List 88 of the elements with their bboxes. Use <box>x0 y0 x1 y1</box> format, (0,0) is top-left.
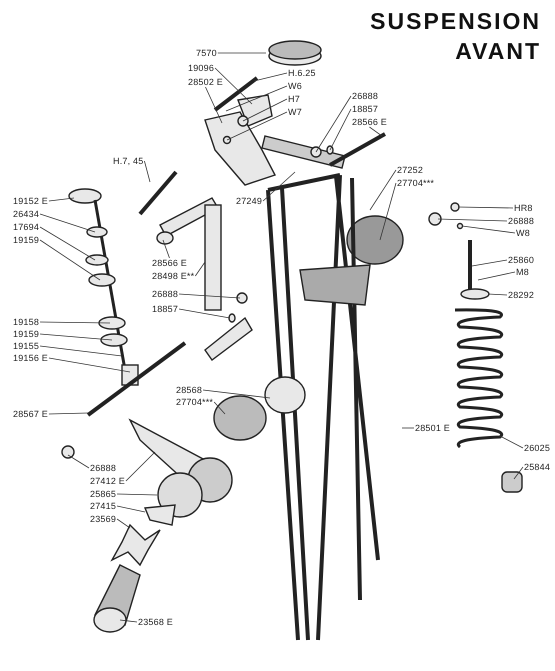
leader-line <box>262 172 296 202</box>
leader-line <box>462 226 516 234</box>
part-number: 18857 <box>152 304 178 314</box>
part-number: 26888 <box>352 91 378 101</box>
part-number: 19156 E <box>13 353 48 363</box>
leader-line <box>242 98 288 122</box>
leader-line <box>40 240 100 280</box>
leader-line <box>488 294 508 296</box>
part-number: HR8 <box>514 203 533 213</box>
leader-line <box>48 358 130 372</box>
leader-line <box>194 262 206 276</box>
leader-line <box>40 322 110 324</box>
leader-line <box>202 390 270 398</box>
part-number: 23568 E <box>138 617 173 627</box>
leader-line <box>478 272 516 280</box>
part-number: 28566 E <box>152 258 187 268</box>
leader-line <box>226 86 288 112</box>
leader-line <box>369 126 382 136</box>
part-number: 28568 <box>176 385 202 395</box>
part-number: 27412 E <box>90 476 125 486</box>
part-number: 27704*** <box>176 397 214 407</box>
part-number: 18857 <box>352 104 378 114</box>
leader-line <box>458 206 514 208</box>
leader-line <box>214 402 226 414</box>
part-number: 27704*** <box>397 178 434 188</box>
leader-line <box>316 96 352 152</box>
part-number: 28501 E <box>415 423 450 433</box>
part-number: 28498 E** <box>152 271 194 281</box>
part-number: M8 <box>516 267 529 277</box>
leader-line <box>40 346 122 356</box>
leader-line <box>144 160 150 182</box>
part-number: 25865 <box>90 489 116 499</box>
leader-line <box>370 170 396 210</box>
part-number: 26888 <box>90 463 116 473</box>
part-number: 19152 E <box>13 196 48 206</box>
part-number: 26025 <box>524 443 550 453</box>
part-number: 27415 <box>90 501 116 511</box>
leader-line <box>330 108 352 150</box>
part-number: 28502 E <box>188 77 223 87</box>
part-number: H.6.25 <box>288 68 316 78</box>
part-number: 25844 <box>524 462 550 472</box>
part-number: 27249 <box>236 196 262 206</box>
part-number: 17694 <box>13 222 40 232</box>
leader-line <box>162 240 170 258</box>
leader-line <box>214 68 252 104</box>
part-number: 25860 <box>508 255 534 265</box>
part-number: 28567 E <box>13 409 48 419</box>
leader-line <box>40 214 96 232</box>
leader-line <box>116 518 130 528</box>
part-number: 19155 <box>13 341 40 351</box>
leader-line <box>500 436 524 448</box>
leader-line <box>126 452 156 482</box>
leader-line <box>178 308 230 318</box>
leader-line <box>48 198 74 202</box>
part-number: W7 <box>288 107 302 117</box>
part-number: 27252 <box>397 165 424 175</box>
part-number: 26888 <box>152 289 178 299</box>
part-number: 26434 <box>13 209 40 219</box>
leader-line <box>48 412 88 414</box>
leader-line <box>116 494 158 496</box>
part-number: 7570 <box>196 48 217 58</box>
part-number: H7 <box>288 94 300 104</box>
part-number: 19159 <box>13 235 40 245</box>
part-number: 23569 <box>90 514 116 524</box>
leader-line <box>40 334 112 340</box>
part-number: 28566 E <box>352 117 387 127</box>
part-number: 19096 <box>188 63 214 73</box>
leader-line <box>514 466 524 480</box>
part-number: W8 <box>516 228 530 238</box>
part-number: H.7, 45 <box>113 156 144 166</box>
part-number: 19158 <box>13 317 40 327</box>
leader-line <box>217 52 266 54</box>
leader-line <box>226 112 288 140</box>
leader-line <box>120 620 138 622</box>
leader-line <box>380 182 396 240</box>
leader-line <box>205 86 222 124</box>
part-number: 19159 <box>13 329 40 339</box>
part-number: 26888 <box>508 216 534 226</box>
leader-line <box>116 506 146 512</box>
leader-line <box>40 226 96 260</box>
part-number: W6 <box>288 81 302 91</box>
part-number: 28292 <box>508 290 534 300</box>
leader-line <box>68 454 90 468</box>
leader-line <box>178 294 240 298</box>
leader-line <box>438 218 508 222</box>
leader-line <box>254 72 288 82</box>
leader-line <box>472 260 508 266</box>
title: SUSPENSION AVANT <box>369 7 541 66</box>
